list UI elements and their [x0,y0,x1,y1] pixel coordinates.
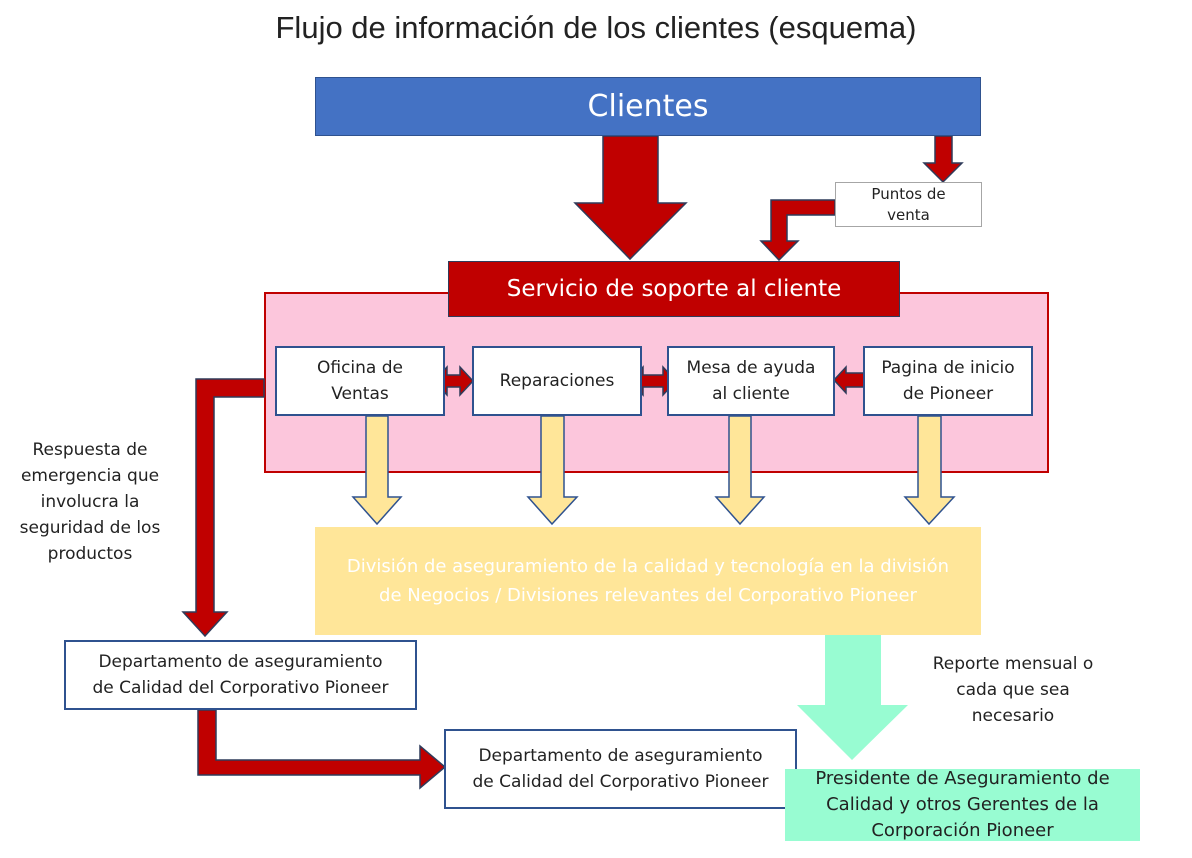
emergency-label: Respuesta de emergencia que involucra la… [19,440,161,564]
arrow-homepage-to-division [903,415,956,526]
sales-office-node: Oficina de Ventas [275,346,445,416]
monthly-report-label: Reporte mensual o cada que sea necesario [932,654,1094,726]
arrow-qa-department-to-qa-department [197,709,447,790]
diagram-title: Flujo de información de los clientes (es… [275,10,917,45]
qa-division-box: División de aseguramiento de la calidad … [315,527,981,635]
home-page-node: Pagina de inicio de Pioneer [863,346,1033,416]
arrow-division-to-president [797,635,908,760]
arrow-clients-to-pos [922,135,964,184]
clients-node: Clientes [315,77,981,136]
customer-support-node: Servicio de soporte al cliente [448,261,900,317]
qa-department-node-1: Departamento de aseguramiento de Calidad… [64,640,417,710]
president-node: Presidente de Aseguramiento de Calidad y… [785,768,1140,841]
arrow-sales-to-division [351,415,403,526]
help-desk-node: Mesa de ayuda al cliente [667,346,835,416]
arrow-helpdesk-to-division [714,415,766,526]
qa-department-node-2: Departamento de aseguramiento de Calidad… [444,729,797,809]
points-of-sale-node: Puntos de venta [835,182,982,227]
arrow-repairs-to-division [526,415,579,526]
arrow-clients-to-support [573,135,688,261]
arrow-homepage-to-helpdesk [832,365,867,395]
arrow-emergency-to-qa-department [181,378,265,638]
arrow-pos-to-support [759,199,836,262]
repairs-node: Reparaciones [472,346,642,416]
